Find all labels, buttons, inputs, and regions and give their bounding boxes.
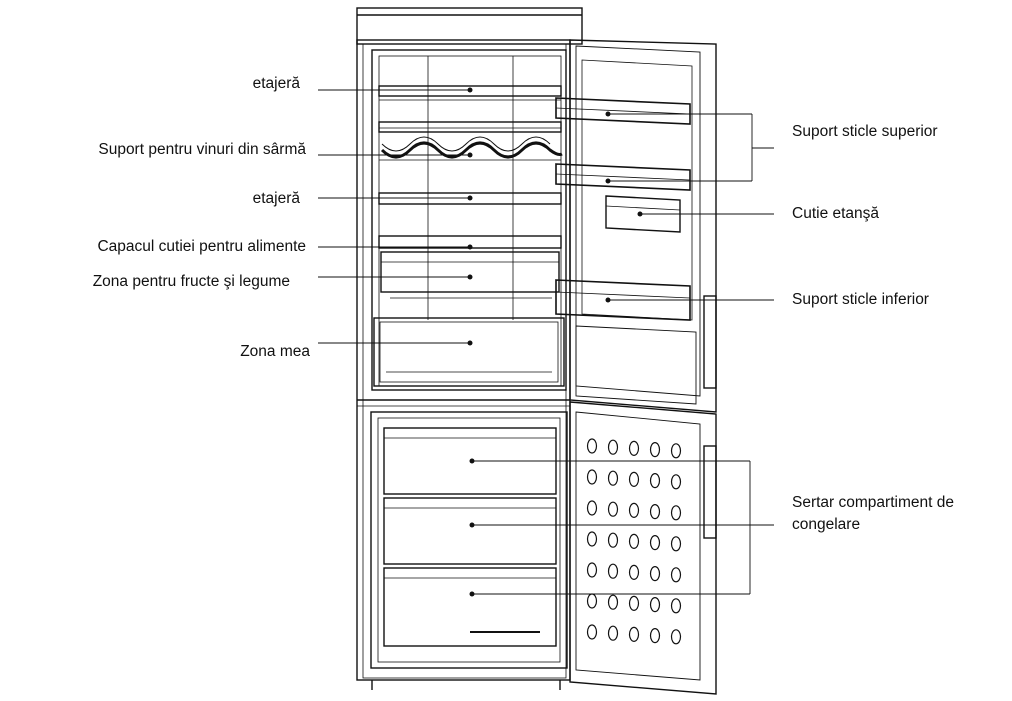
dimple — [607, 470, 619, 486]
label-my-zone: Zona mea — [240, 343, 310, 360]
label-upper-bottle-rack: Suport sticle superior — [792, 123, 938, 140]
dimple — [586, 562, 598, 578]
dimple — [670, 443, 682, 459]
dimple — [649, 596, 661, 613]
dimple — [628, 595, 640, 612]
label-crisper: Zona pentru fructe şi legume — [92, 273, 290, 290]
dimple — [586, 531, 598, 547]
label-freezer-drawer: Sertar compartiment de congelare — [792, 494, 954, 533]
dimple — [628, 440, 640, 456]
dimple — [628, 471, 640, 487]
dimple — [649, 473, 661, 489]
dimple — [586, 500, 598, 516]
dimple — [628, 626, 640, 643]
freezer-door-dimples — [586, 438, 682, 645]
refrigerator-body — [356, 7, 583, 690]
dimple — [607, 594, 619, 610]
label-wine-rack: Suport pentru vinuri din sârmă — [98, 141, 306, 158]
dimple — [607, 439, 619, 455]
dimple — [670, 536, 682, 552]
dimple — [607, 532, 619, 548]
leader-lines — [318, 89, 774, 595]
dimple — [586, 469, 598, 485]
dimple — [628, 502, 640, 518]
dimple — [607, 563, 619, 579]
dimple — [649, 565, 661, 582]
label-crisper-cover: Capacul cutiei pentru alimente — [97, 238, 306, 255]
label-shelf-mid: etajeră — [252, 190, 300, 207]
dimple — [586, 438, 598, 454]
dimple — [586, 593, 598, 609]
freezer-door — [569, 401, 717, 695]
leader-dots — [467, 87, 643, 597]
dimple — [670, 505, 682, 521]
label-lower-bottle-rack: Suport sticle inferior — [792, 291, 929, 308]
dimple — [628, 564, 640, 581]
dimple — [628, 533, 640, 550]
fridge-door — [555, 39, 717, 413]
dimple — [670, 474, 682, 490]
dimple — [586, 624, 598, 640]
dimple — [670, 629, 682, 645]
dimple — [670, 598, 682, 614]
dimple — [649, 627, 661, 644]
dimple — [607, 501, 619, 517]
label-shelf-top: etajeră — [252, 75, 300, 92]
dimple — [649, 442, 661, 458]
dimple — [649, 504, 661, 520]
label-sealed-box: Cutie etanşă — [792, 205, 880, 222]
dimple — [649, 534, 661, 551]
dimple — [607, 625, 619, 641]
dimple — [670, 567, 682, 583]
